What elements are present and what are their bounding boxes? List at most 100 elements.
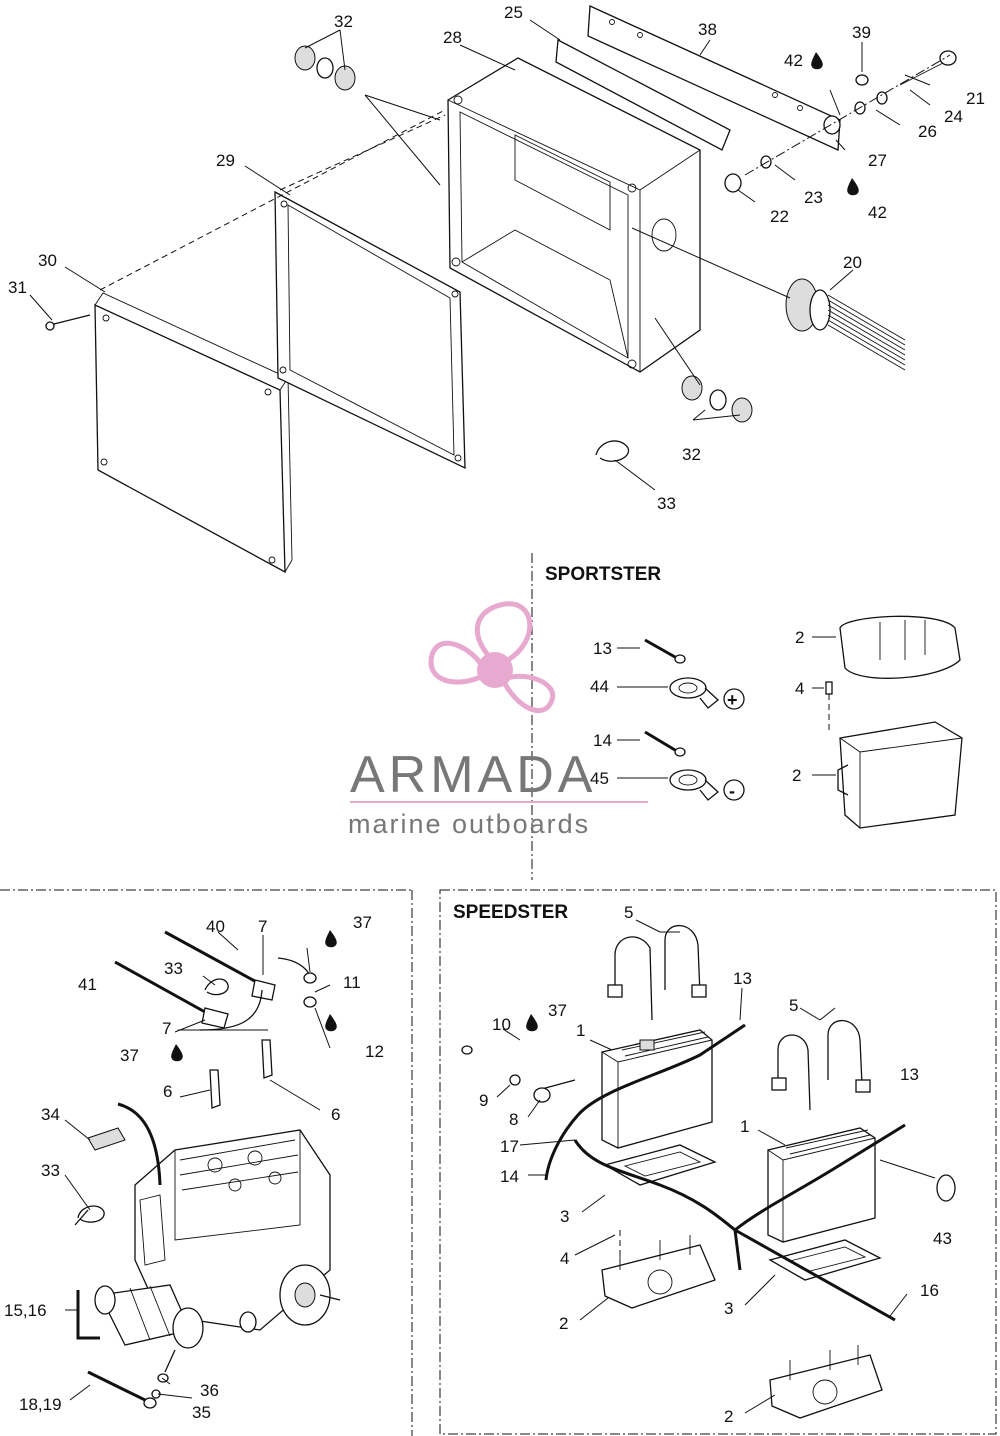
callout-21: 21 xyxy=(966,89,985,108)
propeller-logo-icon xyxy=(428,601,556,714)
oil-drop-icon xyxy=(171,1044,183,1062)
cable-40 xyxy=(164,930,263,987)
spark-plug xyxy=(261,1039,273,1079)
callout-18-19: 18,19 xyxy=(19,1395,62,1414)
callout-14-sportster: 14 xyxy=(593,731,612,750)
callout-13-speedster-top: 13 xyxy=(733,969,752,988)
callout-1-right: 1 xyxy=(740,1117,749,1136)
positive-terminal-clamp xyxy=(669,677,707,699)
callout-37-speedster: 37 xyxy=(548,1001,567,1020)
callout-20: 20 xyxy=(843,253,862,272)
hardware-stack xyxy=(724,50,957,193)
callout-1-left: 1 xyxy=(576,1021,585,1040)
battery-cover xyxy=(839,615,961,679)
battery-tray xyxy=(601,1244,716,1309)
wiring-connector xyxy=(785,278,906,371)
negative-terminal-clamp xyxy=(669,769,707,791)
sportster-title: SPORTSTER xyxy=(545,564,661,585)
hold-down-strap xyxy=(614,936,653,1021)
negative-symbol: - xyxy=(729,781,735,801)
callout-27: 27 xyxy=(868,151,887,170)
callout-6-left: 6 xyxy=(163,1082,172,1101)
mounting-bracket xyxy=(587,5,841,151)
callout-23: 23 xyxy=(804,188,823,207)
battery-pad xyxy=(603,1144,717,1186)
callout-33-engine-bottom: 33 xyxy=(41,1161,60,1180)
strap xyxy=(87,1127,126,1151)
clamp xyxy=(595,440,630,462)
callout-33-top: 33 xyxy=(657,494,676,513)
callout-38: 38 xyxy=(698,20,717,39)
callout-35: 35 xyxy=(192,1403,211,1422)
positive-symbol: + xyxy=(727,690,738,710)
callout-24: 24 xyxy=(944,107,963,126)
cable-16 xyxy=(734,1228,896,1322)
callout-2-left: 2 xyxy=(559,1314,568,1333)
sportster-section: SPORTSTER + - 13 44 14 45 2 xyxy=(545,564,963,829)
oil-drop-icon xyxy=(526,1014,538,1032)
callout-41: 41 xyxy=(78,975,97,994)
mounting-rail xyxy=(555,38,731,151)
callout-37-engine-top: 37 xyxy=(353,913,372,932)
gasket xyxy=(274,190,466,470)
callout-37-engine-bottom: 37 xyxy=(120,1046,139,1065)
grommet-set-bottom xyxy=(681,375,753,423)
divider-left-box xyxy=(0,889,413,1436)
cable-18-19 xyxy=(87,1370,146,1402)
callout-42-bottom: 42 xyxy=(868,203,887,222)
electrical-box-assembly: 32 25 38 39 28 42 21 24 26 27 29 23 22 4… xyxy=(8,3,985,574)
callout-34: 34 xyxy=(41,1105,60,1124)
callout-16: 16 xyxy=(920,1281,939,1300)
callout-6-right: 6 xyxy=(331,1105,340,1124)
callout-44: 44 xyxy=(590,677,609,696)
callout-43: 43 xyxy=(933,1229,952,1248)
callout-3-right: 3 xyxy=(724,1299,733,1318)
callout-42-top: 42 xyxy=(784,51,803,70)
callout-32-bottom: 32 xyxy=(682,445,701,464)
oil-drop-icon xyxy=(811,52,823,70)
callout-7-top: 7 xyxy=(258,917,267,936)
battery-right xyxy=(767,1127,876,1243)
battery-tray xyxy=(769,1354,883,1419)
box-housing xyxy=(447,57,701,373)
callout-5-right: 5 xyxy=(789,996,798,1015)
engine-block xyxy=(134,1129,341,1333)
callout-9: 9 xyxy=(479,1091,488,1110)
callout-7-bottom: 7 xyxy=(162,1019,171,1038)
brand-name: ARMADA xyxy=(350,746,596,804)
callout-25: 25 xyxy=(504,3,523,22)
hold-down-strap xyxy=(777,1034,811,1111)
callout-15-16: 15,16 xyxy=(4,1301,47,1320)
battery-pad xyxy=(768,1239,882,1281)
callout-33-engine-top: 33 xyxy=(164,959,183,978)
callout-4-speedster: 4 xyxy=(560,1249,569,1268)
cable-14 xyxy=(734,1123,906,1232)
callout-8: 8 xyxy=(509,1110,518,1129)
callout-12: 12 xyxy=(365,1042,384,1061)
callout-2-cover: 2 xyxy=(795,628,804,647)
callout-36: 36 xyxy=(200,1381,219,1400)
callout-14-speedster: 14 xyxy=(500,1167,519,1186)
callout-13-speedster-right: 13 xyxy=(900,1065,919,1084)
callout-30: 30 xyxy=(38,251,57,270)
callout-32-top: 32 xyxy=(334,12,353,31)
battery-box xyxy=(839,721,963,829)
fuse-holder xyxy=(936,1174,956,1202)
starter-motor xyxy=(94,1284,204,1349)
callout-3-left: 3 xyxy=(560,1207,569,1226)
callout-31: 31 xyxy=(8,278,27,297)
callout-29: 29 xyxy=(216,151,235,170)
oil-drop-icon xyxy=(847,178,859,196)
callout-13-sportster: 13 xyxy=(593,639,612,658)
speedster-title: SPEEDSTER xyxy=(453,902,568,923)
callout-39: 39 xyxy=(852,23,871,42)
callout-26: 26 xyxy=(918,122,937,141)
speedster-section: SPEEDSTER xyxy=(453,902,956,1426)
callout-45: 45 xyxy=(590,769,609,788)
callout-22: 22 xyxy=(770,207,789,226)
cable-17 xyxy=(573,1139,736,1232)
cable-41 xyxy=(114,960,206,1014)
oil-drop-icon xyxy=(325,930,337,948)
callout-11: 11 xyxy=(343,973,361,992)
